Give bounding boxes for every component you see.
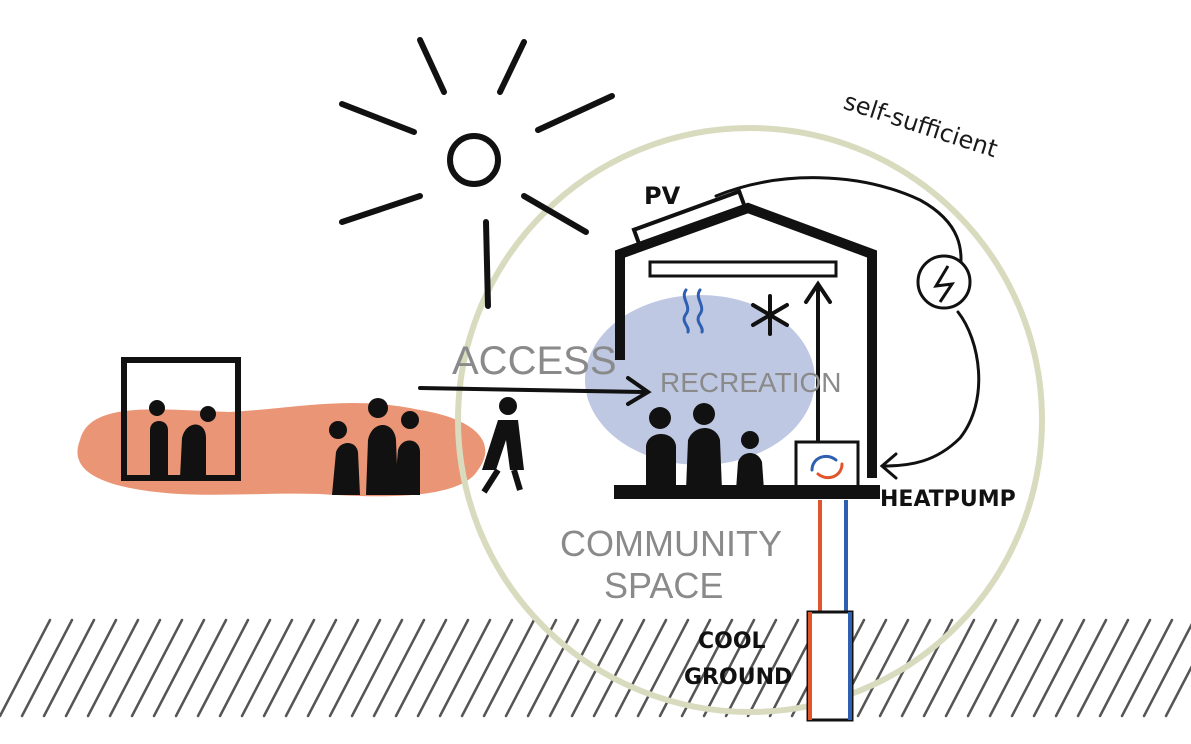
hatch-line xyxy=(922,618,976,718)
hatch-line xyxy=(218,618,272,718)
hatch-line xyxy=(680,618,734,718)
hatch-line xyxy=(152,618,206,718)
hatch-line xyxy=(856,618,910,718)
hatch-line xyxy=(548,618,602,718)
energy-flow-line xyxy=(714,176,981,480)
hatch-line xyxy=(482,618,536,718)
hatch-line xyxy=(350,618,404,718)
hatch-line xyxy=(416,618,470,718)
hatch-line xyxy=(1142,623,1191,718)
hatch-line xyxy=(328,618,382,718)
hatch-line xyxy=(592,618,646,718)
hatch-line xyxy=(130,618,184,718)
heat-waves-icon xyxy=(682,288,704,334)
ceiling-panel xyxy=(648,260,838,278)
recreation-people xyxy=(646,403,764,490)
air-flow-arrow xyxy=(804,280,832,442)
hatch-line xyxy=(1120,618,1174,718)
hatch-line xyxy=(1010,618,1064,718)
heatpump-label: HEATPUMP xyxy=(880,487,1016,512)
snowflake-icon xyxy=(751,294,789,336)
hatch-line xyxy=(372,618,426,718)
hatch-line xyxy=(460,618,514,718)
hatch-line xyxy=(1032,618,1086,718)
sun-icon xyxy=(339,37,615,309)
community-label-line1: COMMUNITY xyxy=(560,523,782,564)
hatch-line xyxy=(64,618,118,718)
access-arrow xyxy=(418,376,652,406)
community-building xyxy=(615,202,877,478)
lightning-icon xyxy=(916,254,972,310)
hatch-line xyxy=(966,618,1020,718)
hatch-line xyxy=(1076,618,1130,718)
community-label-line2: SPACE xyxy=(604,565,723,606)
hatch-line xyxy=(108,618,162,718)
hatch-line xyxy=(240,618,294,718)
cool-ground-label-line2: GROUND xyxy=(684,665,792,690)
access-label: ACCESS xyxy=(452,339,617,383)
cool-air-haze xyxy=(585,295,815,465)
hatch-line xyxy=(526,618,580,718)
hatch-line xyxy=(636,618,690,718)
hatch-line xyxy=(746,618,800,718)
recreation-label: RECREATION xyxy=(660,367,842,398)
hatch-line xyxy=(0,618,52,718)
hatch-line xyxy=(306,618,360,718)
hatch-line xyxy=(284,618,338,718)
hatch-line xyxy=(504,618,558,718)
walking-person xyxy=(481,397,524,494)
hatch-line xyxy=(614,618,668,718)
isolation-blob xyxy=(77,402,486,497)
hatch-line xyxy=(438,618,492,718)
cycle-arrows-icon xyxy=(810,454,844,480)
hatch-line xyxy=(262,618,316,718)
hatch-line xyxy=(702,618,756,718)
hatch-line xyxy=(1054,618,1108,718)
hatch-line xyxy=(196,618,250,718)
isolated-people xyxy=(149,400,216,478)
pv-panel xyxy=(631,188,749,252)
pv-label: PV xyxy=(644,182,681,210)
hatch-line xyxy=(944,618,998,718)
isolated-group xyxy=(329,398,420,495)
hatch-line xyxy=(1098,618,1152,718)
cool-ground-label-line1: COOL xyxy=(698,629,766,654)
hatch-line xyxy=(394,618,448,718)
hatch-line xyxy=(174,618,228,718)
ground-pipe xyxy=(806,500,854,722)
hatch-line xyxy=(20,618,74,718)
hatch-line xyxy=(988,618,1042,718)
hatch-line xyxy=(86,618,140,718)
hatch-line xyxy=(42,618,96,718)
hatch-line xyxy=(1164,665,1191,718)
heatpump-unit xyxy=(794,440,860,494)
hatch-line xyxy=(724,618,778,718)
self-sufficient-circle xyxy=(455,125,1045,715)
